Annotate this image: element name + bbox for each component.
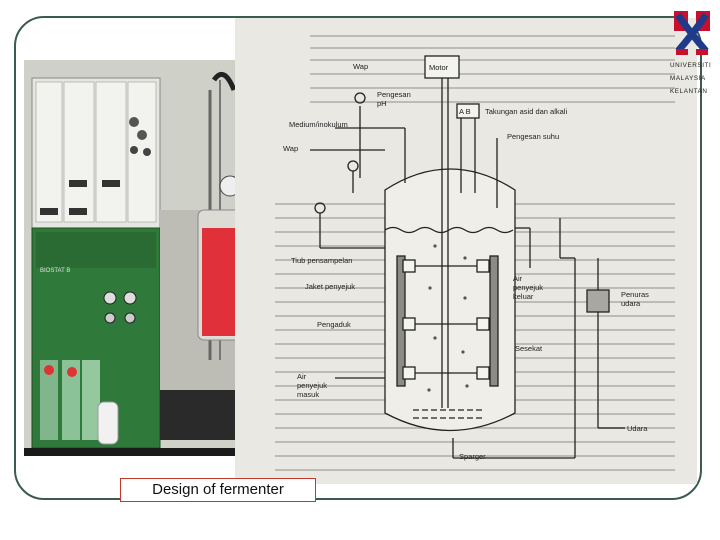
photo-panel-label: BIOSTAT B (40, 268, 70, 274)
label-wap-left: Wap (283, 144, 298, 153)
university-logo (668, 5, 718, 100)
label-pengesan-suhu: Pengesan suhu (507, 132, 559, 141)
logo-text-malaysia: MALAYSIA (670, 75, 706, 82)
label-sesekat: Sesekat (515, 344, 542, 353)
label-pengaduk: Pengaduk (317, 320, 351, 329)
label-ab: A B (459, 107, 471, 116)
label-wap-top: Wap (353, 62, 368, 71)
label-air-masuk: Air penyejuk masuk (297, 372, 337, 399)
logo-text-kelantan: KELANTAN (670, 88, 708, 95)
label-air-keluar: Air penyejuk keluar (513, 274, 553, 301)
label-motor: Motor (429, 63, 448, 72)
label-tiub-pensampelan: Tiub pensampelan (291, 256, 352, 265)
label-sparger: Sparger (459, 452, 486, 461)
label-jaket-penyejuk: Jaket penyejuk (305, 282, 355, 291)
label-medium: Medium/inokulum (289, 120, 348, 129)
label-udara: Udara (627, 424, 647, 433)
label-pengesan-ph: Pengesan pH (377, 90, 421, 108)
label-takungan: Takungan asid dan alkali (485, 107, 567, 116)
logo-text-universiti: UNIVERSITI (670, 62, 711, 69)
caption: Design of fermenter (120, 478, 316, 502)
fermenter-schematic: Wap Motor Pengesan pH Medium/inokulum A … (235, 18, 697, 484)
label-penuras-udara: Penuras udara (621, 290, 657, 308)
